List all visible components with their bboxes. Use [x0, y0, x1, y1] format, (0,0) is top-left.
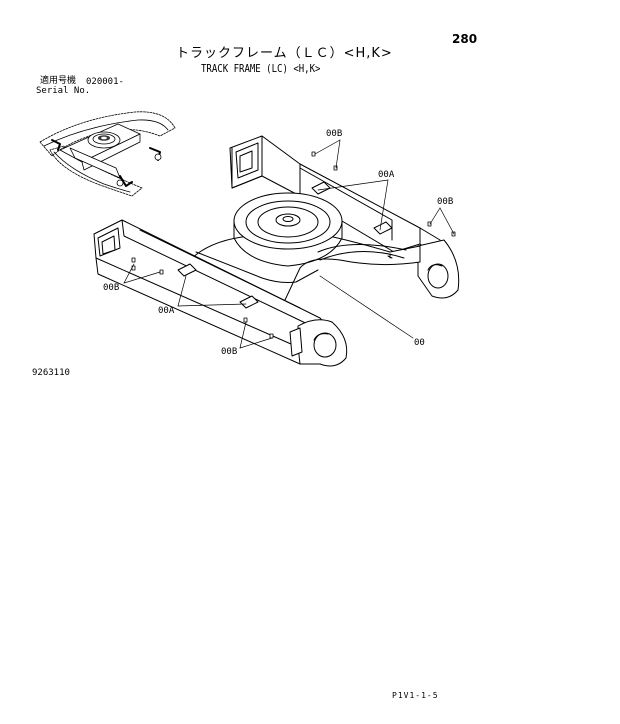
- callout-00-frame: 00: [414, 338, 425, 348]
- track-frame-assembly: [93, 135, 460, 367]
- serial-label-english: Serial No.: [36, 86, 91, 96]
- serial-number-range: 020001-: [86, 77, 124, 87]
- page-title-japanese: トラックフレーム（ＬＣ）<H,K>: [176, 46, 393, 61]
- callout-00b-top: 00B: [326, 129, 342, 139]
- figure-id: 9263110: [32, 368, 70, 378]
- callout-00a-right: 00A: [378, 170, 395, 180]
- footer-code: P1V1-1-5: [392, 691, 439, 700]
- page-number: 280: [452, 32, 478, 46]
- callout-00a-left: 00A: [158, 306, 175, 316]
- inset-overview-drawing: [39, 111, 176, 197]
- serial-label-japanese: 適用号機: [40, 76, 77, 86]
- page-title-english: TRACK FRAME (LC) <H,K>: [201, 62, 321, 75]
- callout-00b-left: 00B: [103, 283, 119, 293]
- callout-00b-bottom: 00B: [221, 347, 237, 357]
- callout-leaders: [123, 139, 455, 349]
- callout-00b-right: 00B: [437, 197, 453, 207]
